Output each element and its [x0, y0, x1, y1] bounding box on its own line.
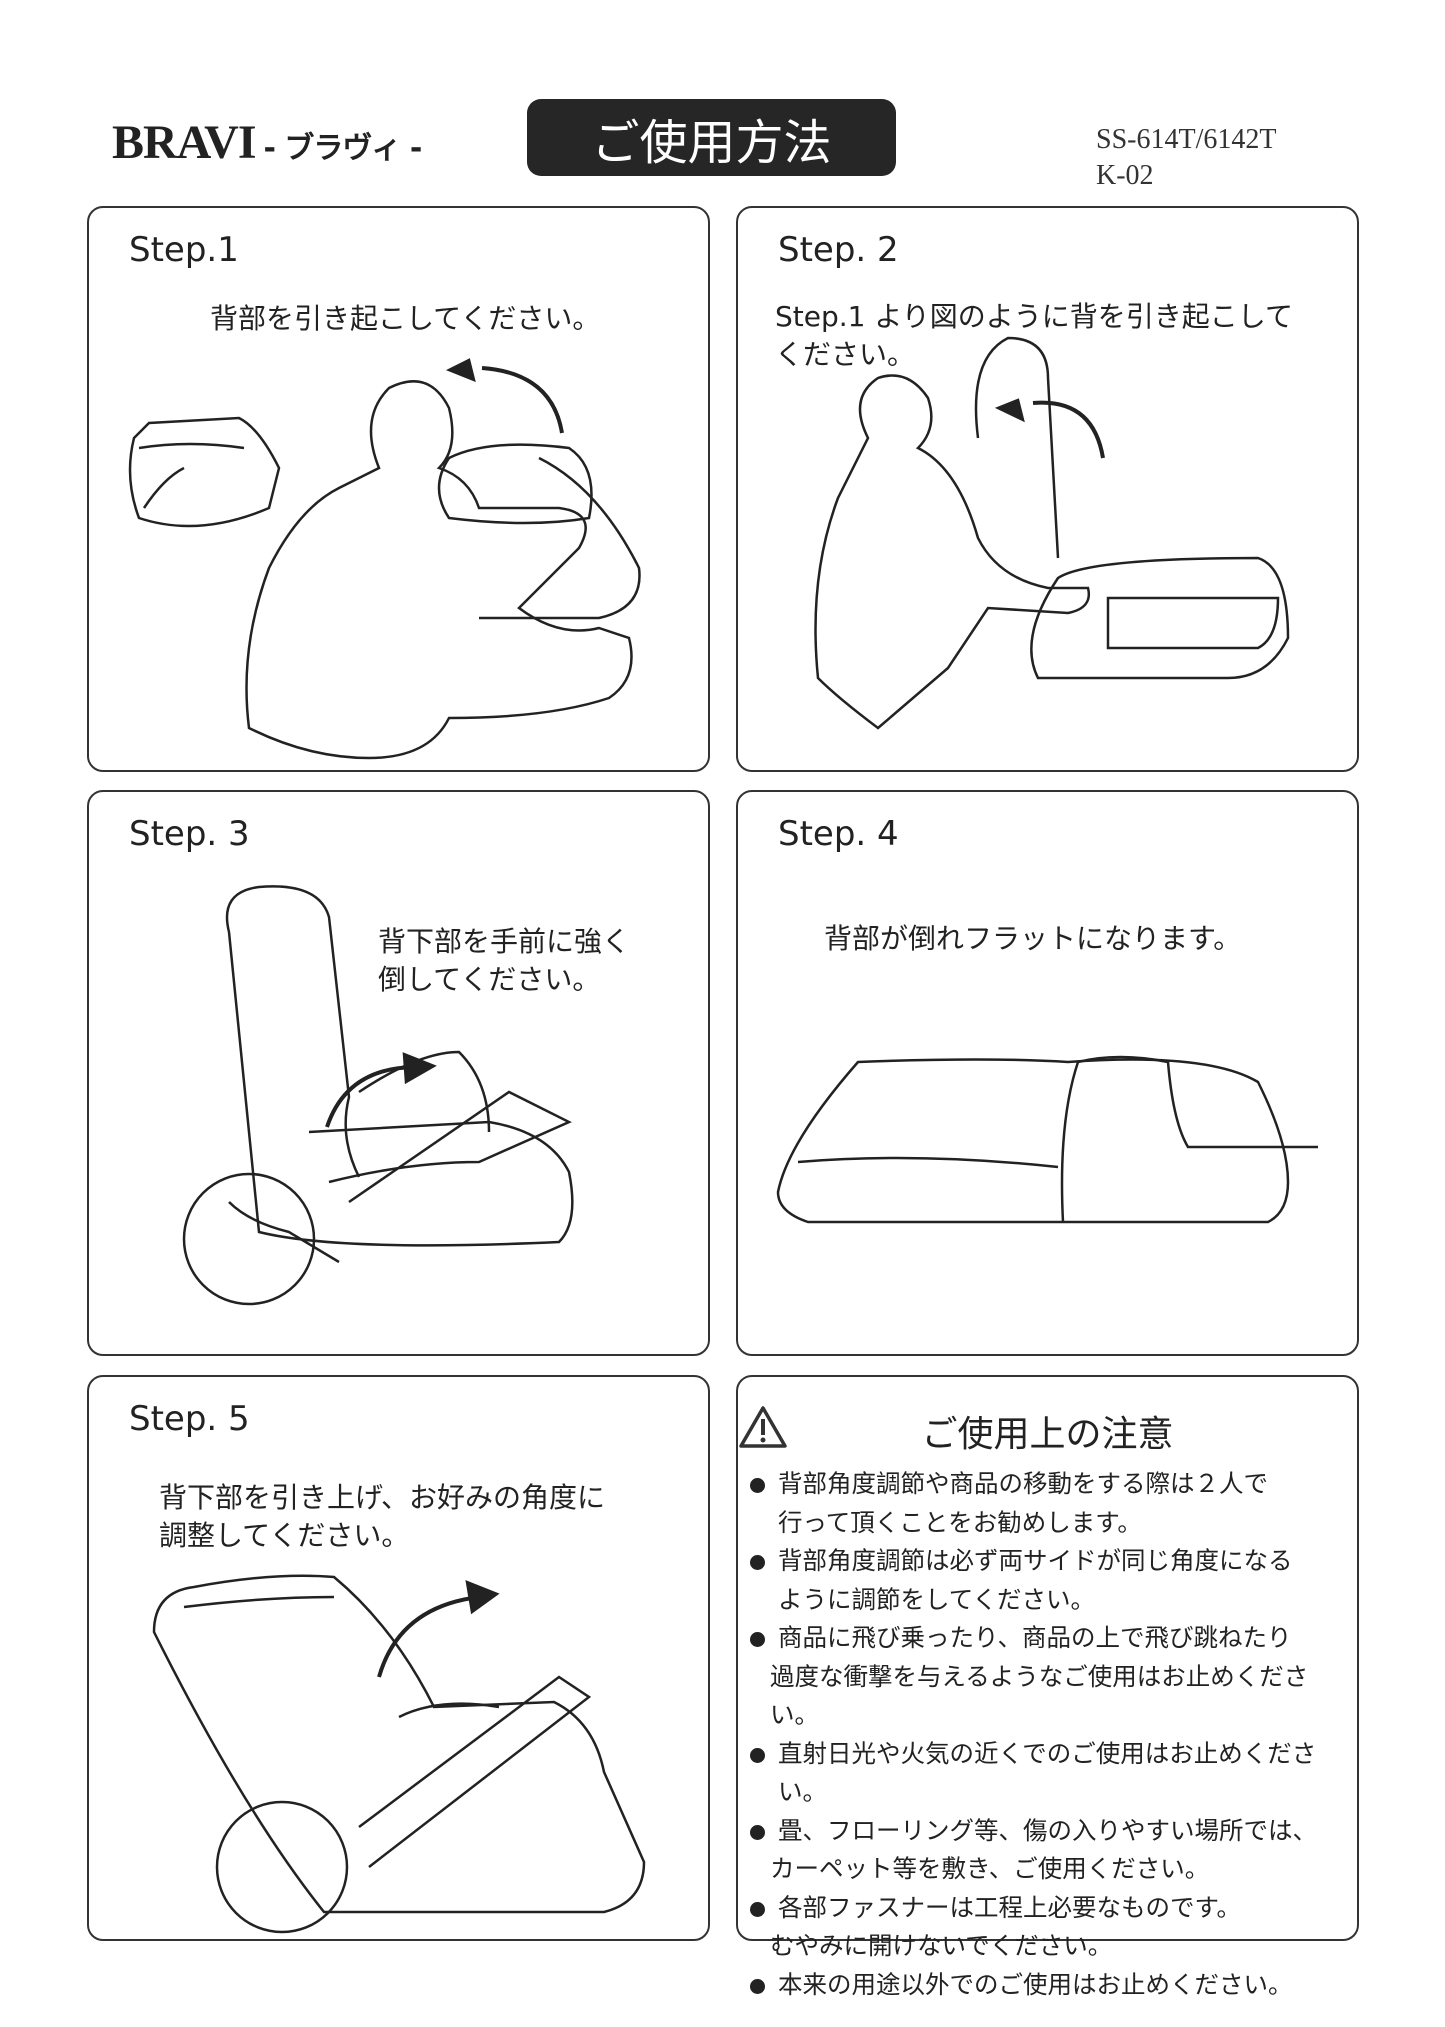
caution-line: 本来の用途以外でのご使用はお止めください。	[778, 1969, 1293, 1999]
cushion-drawing	[437, 443, 641, 620]
cushion-drawing	[183, 1595, 592, 1868]
instruction-line: 倒してください。	[378, 963, 601, 996]
caution-item: 背部角度調節や商品の移動をする際は２人で行って頂くことをお勧めします。	[748, 1465, 1357, 1542]
bullet-icon	[750, 1978, 765, 1994]
step-instruction: 背部が倒れフラットになります。	[824, 922, 1242, 955]
bullet-icon	[750, 1478, 765, 1493]
chair-drawing	[974, 336, 1290, 680]
step-4-panel: Step. 4 背部が倒れフラットになります。	[736, 790, 1359, 1356]
hand-drawing	[228, 1201, 340, 1264]
brand-logo: BRAVI- ブラヴィ -	[112, 115, 423, 170]
caution-panel: ご使用上の注意 背部角度調節や商品の移動をする際は２人で行って頂くことをお勧めし…	[736, 1375, 1359, 1999]
step-1-panel: Step.1 背部を引き起こしてください。	[87, 206, 710, 772]
caution-item: 畳、フローリング等、傷の入りやすい場所では、カーペット等を敷き、ご使用ください。	[748, 1812, 1357, 1889]
bullet-icon	[750, 1555, 765, 1570]
instruction-line: Step.1 より図のように背を引き起こして	[775, 300, 1293, 333]
caution-line: 過度な衝撃を与えるようなご使用はお止めください。	[770, 1661, 1309, 1730]
caution-line: 商品に飛び乗ったり、商品の上で飛び跳ねたり	[778, 1623, 1292, 1652]
bullet-icon	[750, 1824, 765, 1840]
caution-item: 直射日光や火気の近くでのご使用はお止めください。	[748, 1735, 1357, 1812]
bullet-icon	[750, 1901, 765, 1917]
caution-title: ご使用上の注意	[921, 1414, 1174, 1455]
step-3-illustration	[182, 885, 574, 1306]
page-title: ご使用方法	[527, 99, 896, 176]
step-label: Step.1	[129, 230, 239, 270]
model-number: SS-614T/6142T K-02	[1096, 122, 1276, 194]
instruction-line: 調整してください。	[159, 1519, 410, 1552]
step-instruction: Step.1 より図のように背を引き起こしてください。	[775, 298, 1293, 374]
arrow-icon	[1032, 400, 1105, 459]
step-3-panel: Step. 3 背下部を手前に強く倒してください。	[87, 790, 710, 1356]
caution-line: カーペット等を敷き、ご使用ください。	[770, 1854, 1210, 1883]
step-label: Step. 2	[778, 230, 899, 270]
instruction-line: ください。	[775, 338, 916, 371]
detail-circle	[182, 1172, 316, 1306]
detail-circle	[215, 1800, 349, 1934]
warning-triangle-icon	[739, 1406, 787, 1448]
caution-line: ように調節をしてください。	[778, 1584, 1096, 1614]
caution-line: 各部ファスナーは工程上必要なものです。	[778, 1892, 1242, 1922]
arrow-icon	[481, 366, 564, 434]
model-line-2: K-02	[1096, 160, 1154, 191]
bullet-icon	[750, 1747, 765, 1763]
step-5-illustration	[152, 1574, 646, 1934]
step-label: Step. 5	[129, 1399, 250, 1439]
bullet-icon	[750, 1632, 765, 1647]
chair-drawing	[225, 885, 574, 1247]
step-instruction: 背下部を引き上げ、お好みの角度に調整してください。	[159, 1479, 605, 1555]
folded-chair-drawing	[128, 416, 281, 528]
arrow-icon	[377, 1595, 480, 1678]
caution-line: 背部角度調節は必ず両サイドが同じ角度になる	[778, 1546, 1293, 1575]
caution-line: 背部角度調節や商品の移動をする際は２人で	[778, 1469, 1268, 1498]
caution-line: 直射日光や火気の近くでのご使用はお止めください。	[778, 1738, 1317, 1807]
flat-mattress-drawing	[776, 1058, 1290, 1224]
caution-item: 本来の用途以外でのご使用はお止めください。	[748, 1966, 1357, 2005]
step-2-illustration	[814, 336, 1290, 730]
caution-item: 背部角度調節は必ず両サイドが同じ角度になるように調節をしてください。	[748, 1542, 1357, 1619]
caution-item: 商品に飛び乗ったり、商品の上で飛び跳ねたり過度な衝撃を与えるようなご使用はお止め…	[748, 1619, 1357, 1735]
step-label: Step. 3	[129, 814, 250, 854]
instruction-line: 背下部を手前に強く	[378, 925, 631, 958]
person-drawing	[245, 380, 633, 760]
caution-item: 各部ファスナーは工程上必要なものです。むやみに開けないでください。	[748, 1889, 1357, 1966]
arrow-icon	[325, 1065, 418, 1128]
chair-drawing	[152, 1574, 646, 1914]
model-line-1: SS-614T/6142T	[1096, 124, 1277, 155]
step-2-panel: Step. 2 Step.1 より図のように背を引き起こしてください。	[736, 206, 1359, 772]
caution-list: 背部角度調節や商品の移動をする際は２人で行って頂くことをお勧めします。 背部角度…	[748, 1465, 1357, 2004]
step-label: Step. 4	[778, 814, 899, 854]
brand-kana: - ブラヴィ -	[263, 131, 423, 166]
cushion-drawing	[328, 1050, 572, 1204]
step-5-panel: Step. 5 背下部を引き上げ、お好みの角度に調整してください。	[87, 1375, 710, 1941]
caution-heading: ご使用上の注意	[738, 1405, 1357, 1457]
caution-line: 畳、フローリング等、傷の入りやすい場所では、	[778, 1815, 1317, 1845]
step-instruction: 背部を引き起こしてください。	[210, 302, 601, 335]
instruction-line: 背下部を引き上げ、お好みの角度に	[159, 1481, 606, 1514]
caution-line: 行って頂くことをお勧めします。	[778, 1507, 1142, 1537]
step-4-illustration	[776, 1055, 1318, 1224]
step-instruction: 背下部を手前に強く倒してください。	[378, 923, 630, 999]
person-drawing	[814, 374, 1091, 730]
step-1-illustration	[128, 358, 641, 760]
brand-name: BRAVI	[112, 116, 256, 169]
caution-line: むやみに開けないでください。	[770, 1931, 1113, 1960]
